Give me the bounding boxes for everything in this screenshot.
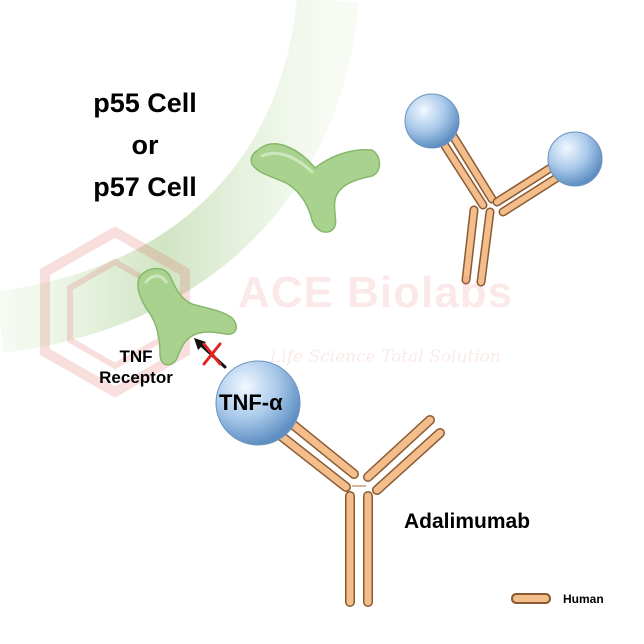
legend-swatch-human — [511, 593, 551, 604]
antibody-upper — [404, 93, 603, 287]
watermark-name: ACE Biolabs — [238, 268, 514, 317]
cell-membrane — [0, 0, 359, 353]
tnf-receptor-lower — [137, 267, 237, 366]
cell-label-line1: p55 Cell — [93, 88, 197, 118]
tnf-receptor-upper — [250, 143, 381, 233]
adalimumab-label: Adalimumab — [404, 510, 531, 533]
antibody-adalimumab — [271, 414, 445, 607]
watermark-tagline: Life Science Total Solution — [270, 347, 501, 367]
tnf-alpha-sphere — [215, 360, 301, 446]
tnf-alpha-label: TNF-α — [219, 390, 283, 415]
cell-label-line3: p57 Cell — [93, 172, 197, 202]
cell-label-line2: or — [131, 130, 159, 160]
receptor-label-line1: TNF — [119, 347, 153, 366]
receptor-label: TNF Receptor — [82, 346, 190, 388]
receptor-label-line2: Receptor — [99, 368, 173, 387]
cell-label: p55 Cell or p57 Cell — [70, 82, 220, 208]
legend-label-human: Human — [563, 592, 604, 606]
block-cross-icon — [202, 342, 222, 366]
